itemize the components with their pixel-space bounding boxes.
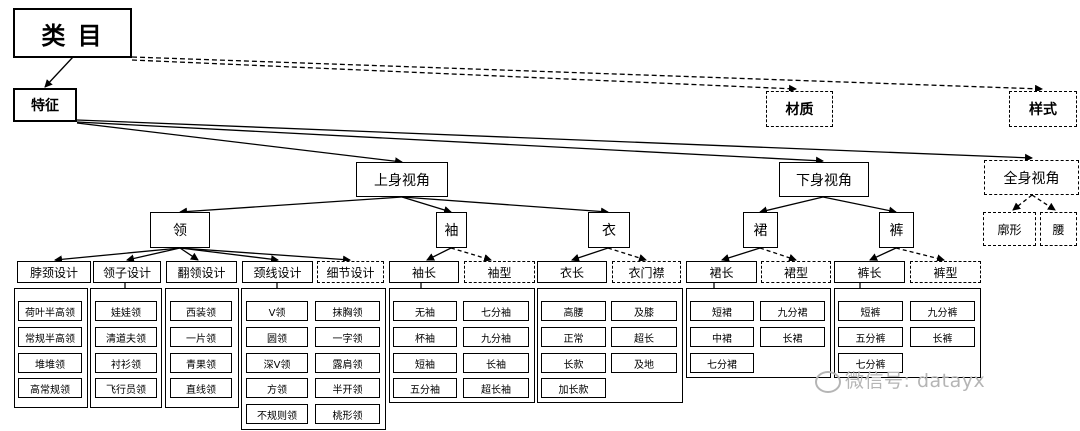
sleeve-item: 杯袖 xyxy=(393,327,457,347)
skirt-item: 短裙 xyxy=(690,301,754,321)
skirt-item: 长裙 xyxy=(760,327,825,347)
skirt-length-node: 裙长 xyxy=(686,261,757,283)
skirt-type-node: 裙型 xyxy=(761,261,831,283)
cloth-length-node: 衣长 xyxy=(537,261,607,283)
cloth-item: 高腰 xyxy=(541,301,606,321)
sleeve-item: 五分袖 xyxy=(393,378,457,398)
lower-view-node: 下身视角 xyxy=(779,162,869,197)
collar-design-node: 领子设计 xyxy=(93,261,161,283)
cloth-item: 正常 xyxy=(541,327,606,347)
neck-item: 荷叶半高领 xyxy=(18,301,82,321)
full-view-node: 全身视角 xyxy=(984,160,1079,195)
sleeve-item: 长袖 xyxy=(463,353,529,373)
cloth-item: 加长款 xyxy=(541,378,606,398)
waist-node: 腰 xyxy=(1040,212,1077,246)
wechat-icon xyxy=(815,370,841,393)
wechat-watermark: 微信号: datayx xyxy=(815,366,985,393)
skirt-node: 裙 xyxy=(743,212,778,248)
neck-item: 堆堆领 xyxy=(18,353,82,373)
collar-item: 衬衫领 xyxy=(95,353,157,373)
lapel-item: 西装领 xyxy=(170,301,232,321)
skirt-item: 中裙 xyxy=(690,327,754,347)
neckline-item: 露肩领 xyxy=(315,353,380,373)
neck-item: 高常规领 xyxy=(18,378,82,398)
pants-item: 九分裤 xyxy=(910,301,975,321)
cloth-node: 衣 xyxy=(588,212,630,248)
feature-node: 特征 xyxy=(13,88,77,122)
cloth-item: 超长 xyxy=(611,327,677,347)
collar-item: 飞行员领 xyxy=(95,378,157,398)
neckline-item: 不规则领 xyxy=(246,404,308,424)
neckline-item: 圆领 xyxy=(246,327,308,347)
skirt-item: 九分裙 xyxy=(760,301,825,321)
neckline-item: 抹胸领 xyxy=(315,301,380,321)
neck-design-node: 脖颈设计 xyxy=(17,261,91,283)
pants-length-node: 裤长 xyxy=(834,261,905,283)
pants-item: 五分裤 xyxy=(838,327,903,347)
cloth-item: 及地 xyxy=(611,353,677,373)
lapel-item: 青果领 xyxy=(170,353,232,373)
skirt-item: 七分裙 xyxy=(690,353,754,373)
lapel-item: 一片领 xyxy=(170,327,232,347)
sleeve-node: 袖 xyxy=(436,212,467,248)
cloth-item: 及膝 xyxy=(611,301,677,321)
neckline-item: V领 xyxy=(246,301,308,321)
watermark-text: 微信号: datayx xyxy=(845,370,986,392)
detail-design-node: 细节设计 xyxy=(317,261,384,283)
pants-node: 裤 xyxy=(879,212,914,248)
sleeve-item: 超长袖 xyxy=(463,378,529,398)
pants-item: 短裤 xyxy=(838,301,903,321)
neckline-item: 深V领 xyxy=(246,353,308,373)
lapel-item: 直线领 xyxy=(170,378,232,398)
neckline-item: 半开领 xyxy=(315,378,380,398)
collar-node: 领 xyxy=(150,212,210,248)
lapel-design-node: 翻领设计 xyxy=(166,261,237,283)
sleeve-length-node: 袖长 xyxy=(389,261,459,283)
sleeve-type-node: 袖型 xyxy=(464,261,535,283)
neckline-design-node: 颈线设计 xyxy=(242,261,313,283)
pants-item: 七分裤 xyxy=(838,353,903,373)
collar-item: 清道夫领 xyxy=(95,327,157,347)
neckline-item: 一字领 xyxy=(315,327,380,347)
pants-item: 长裤 xyxy=(910,327,975,347)
neckline-item: 桃形领 xyxy=(315,404,380,424)
collar-item: 娃娃领 xyxy=(95,301,157,321)
material-node: 材质 xyxy=(766,91,833,127)
cloth-item: 长款 xyxy=(541,353,606,373)
style-node: 样式 xyxy=(1009,91,1077,127)
root-category-node: 类 目 xyxy=(13,8,132,58)
neck-item: 常规半高领 xyxy=(18,327,82,347)
silhouette-node: 廓形 xyxy=(983,212,1036,246)
neckline-item: 方领 xyxy=(246,378,308,398)
upper-view-node: 上身视角 xyxy=(356,162,448,197)
sleeve-item: 无袖 xyxy=(393,301,457,321)
sleeve-item: 七分袖 xyxy=(463,301,529,321)
pants-type-node: 裤型 xyxy=(910,261,981,283)
sleeve-item: 短袖 xyxy=(393,353,457,373)
cloth-placket-node: 衣门襟 xyxy=(612,261,681,283)
sleeve-item: 九分袖 xyxy=(463,327,529,347)
